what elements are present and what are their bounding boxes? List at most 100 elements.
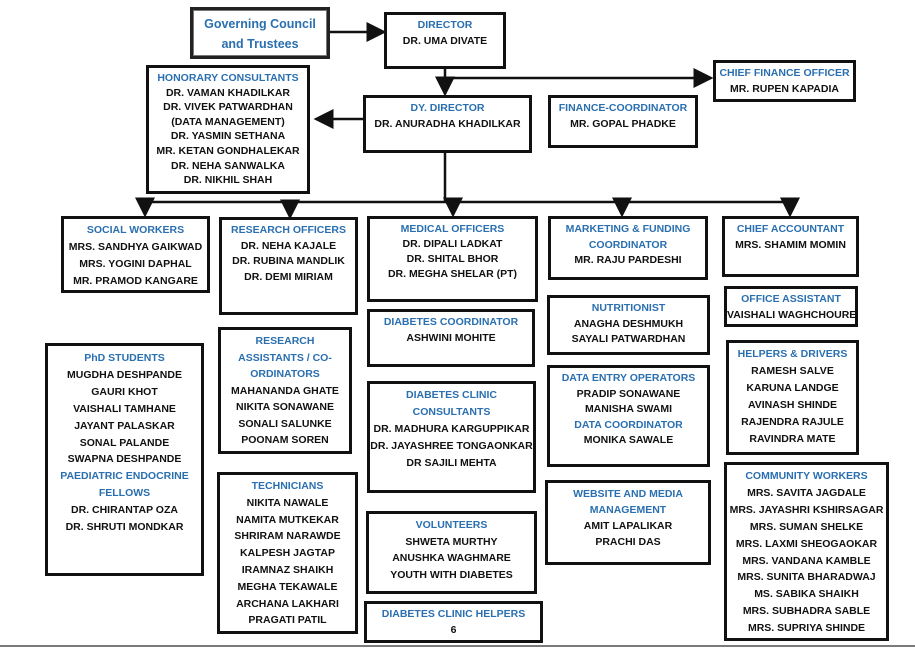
community-workers-box: COMMUNITY WORKERS MRS. SAVITA JAGDALE MR…	[724, 462, 889, 641]
marketing-box: MARKETING & FUNDING COORDINATOR MR. RAJU…	[548, 216, 708, 280]
community-worker-name: MS. SABIKA SHAIKH	[754, 588, 859, 601]
diabetes-coordinator-title: DIABETES COORDINATOR	[383, 316, 519, 328]
social-worker-name: MRS. YOGINI DAPHAL	[79, 258, 192, 270]
office-assistant-name: VAISHALI WAGHCHOURE	[727, 308, 857, 321]
fellows-title-2: FELLOWS	[98, 487, 151, 500]
honorary-name: DR. VIVEK PATWARDHAN	[163, 101, 293, 114]
diabetes-coordinator-box: DIABETES COORDINATOR ASHWINI MOHITE	[367, 309, 535, 367]
honorary-name: DR. NIKHIL SHAH	[183, 174, 273, 187]
social-workers-title: SOCIAL WORKERS	[86, 224, 185, 236]
phd-student-name: SONAL PALANDE	[79, 436, 170, 449]
phd-student-name: JAYANT PALASKAR	[74, 419, 175, 432]
research-assistants-title-1: RESEARCH	[255, 335, 315, 347]
clinic-helpers-box: DIABETES CLINIC HELPERS 6	[364, 601, 543, 643]
nutritionist-name: SAYALI PATWARDHAN	[571, 333, 686, 345]
helper-name: RAJENDRA RAJULE	[741, 416, 844, 428]
director-box: DIRECTOR DR. UMA DIVATE	[384, 12, 506, 69]
community-worker-name: MRS. SUPRIYA SHINDE	[747, 622, 866, 635]
technicians-title: TECHNICIANS	[251, 480, 324, 492]
nutritionist-title: NUTRITIONIST	[591, 302, 666, 314]
technician-name: PRAGATI PATIL	[248, 614, 327, 627]
phd-student-name: SWAPNA DESHPANDE	[67, 453, 182, 466]
honorary-name: MR. KETAN GONDHALEKAR	[156, 144, 300, 157]
community-worker-name: MRS. SUMAN SHELKE	[749, 520, 864, 533]
medical-officer-name: DR. MEGHA SHELAR (PT)	[387, 268, 518, 280]
medical-officer-name: DR. DIPALI LADKAT	[402, 238, 503, 250]
clinic-consultants-title-2: CONSULTANTS	[412, 406, 491, 418]
medical-officer-name: DR. SHITAL BHOR	[406, 253, 499, 265]
technician-name: IRAMNAZ SHAIKH	[241, 563, 334, 576]
diabetes-coordinator-name: ASHWINI MOHITE	[406, 331, 496, 344]
community-worker-name: MRS. SUNITA BHARADWAJ	[737, 571, 876, 584]
social-worker-name: MR. PRAMOD KANGARE	[73, 275, 198, 287]
honorary-name: DR. VAMAN KHADILKAR	[165, 86, 291, 99]
finance-coordinator-name: MR. GOPAL PHADKE	[570, 117, 676, 130]
fellows-title-1: PAEDIATRIC ENDOCRINE	[60, 470, 189, 483]
research-officers-box: RESEARCH OFFICERS DR. NEHA KAJALE DR. RU…	[219, 217, 358, 315]
clinic-consultant-name: DR. MADHURA KARGUPPIKAR	[373, 423, 530, 435]
volunteers-title: VOLUNTEERS	[415, 519, 488, 531]
data-entry-title: DATA ENTRY OPERATORS	[561, 372, 696, 384]
medical-officers-title: MEDICAL OFFICERS	[400, 223, 505, 235]
helper-name: AVINASH SHINDE	[747, 399, 838, 411]
fellow-name: DR. SHRUTI MONDKAR	[65, 521, 184, 534]
research-officers-title: RESEARCH OFFICERS	[231, 224, 346, 236]
governing-line-1: Governing Council	[204, 17, 316, 31]
research-officer-name: DR. DEMI MIRIAM	[244, 270, 333, 283]
bottom-divider	[0, 645, 915, 647]
marketing-name: MR. RAJU PARDESHI	[574, 254, 682, 266]
phd-students-box: PhD STUDENTS MUGDHA DESHPANDE GAURI KHOT…	[45, 343, 204, 576]
technicians-box: TECHNICIANS NIKITA NAWALE NAMITA MUTKEKA…	[217, 472, 358, 634]
nutritionist-name: ANAGHA DESHMUKH	[573, 317, 684, 330]
website-media-box: WEBSITE AND MEDIA MANAGEMENT AMIT LAPALI…	[545, 480, 711, 565]
research-assistants-box: RESEARCH ASSISTANTS / CO- ORDINATORS MAH…	[218, 327, 352, 454]
chief-accountant-box: CHIEF ACCOUNTANT MRS. SHAMIM MOMIN	[722, 216, 859, 277]
technician-name: SHRIRAM NARAWDE	[234, 530, 341, 543]
research-assistant-name: POONAM SOREN	[241, 434, 329, 446]
honorary-consultants-box: HONORARY CONSULTANTS DR. VAMAN KHADILKAR…	[146, 65, 310, 194]
helper-name: RAMESH SALVE	[751, 365, 834, 377]
clinic-consultant-name: DR SAJILI MEHTA	[406, 457, 497, 469]
marketing-title-1: MARKETING & FUNDING	[565, 223, 691, 235]
nutritionist-box: NUTRITIONIST ANAGHA DESHMUKH SAYALI PATW…	[547, 295, 710, 355]
phd-title: PhD STUDENTS	[84, 352, 165, 364]
finance-coordinator-box: FINANCE-COORDINATOR MR. GOPAL PHADKE	[548, 95, 698, 148]
data-entry-name: PRADIP SONAWANE	[576, 387, 681, 400]
technician-name: MEGHA TEKAWALE	[237, 580, 338, 593]
community-worker-name: MRS. VANDANA KAMBLE	[742, 554, 871, 567]
dy-director-box: DY. DIRECTOR DR. ANURADHA KHADILKAR	[363, 95, 532, 153]
technician-name: KALPESH JAGTAP	[240, 547, 335, 560]
clinic-helpers-title: DIABETES CLINIC HELPERS	[381, 608, 526, 620]
helpers-drivers-title: HELPERS & DRIVERS	[737, 348, 848, 360]
research-assistants-title-3: ORDINATORS	[250, 368, 320, 380]
research-assistant-name: MAHANANDA GHATE	[231, 384, 339, 397]
website-title-1: WEBSITE AND MEDIA	[573, 488, 683, 500]
cfo-title: CHIEF FINANCE OFFICER	[719, 67, 850, 79]
community-workers-title: COMMUNITY WORKERS	[745, 470, 868, 482]
clinic-helpers-count: 6	[450, 623, 457, 636]
fellow-name: DR. CHIRANTAP OZA	[71, 504, 178, 517]
honorary-name: (DATA MANAGEMENT)	[171, 115, 285, 128]
dy-director-title: DY. DIRECTOR	[410, 102, 485, 114]
chief-accountant-title: CHIEF ACCOUNTANT	[736, 223, 845, 235]
volunteer-name: ANUSHKA WAGHMARE	[392, 552, 511, 565]
social-worker-name: MRS. SANDHYA GAIKWAD	[68, 241, 203, 253]
phd-student-name: GAURI KHOT	[91, 385, 158, 398]
volunteers-box: VOLUNTEERS SHWETA MURTHY ANUSHKA WAGHMAR…	[366, 511, 537, 594]
phd-student-name: MUGDHA DESHPANDE	[67, 368, 182, 381]
community-worker-name: MRS. JAYASHRI KSHIRSAGAR	[729, 503, 884, 516]
research-officer-name: DR. RUBINA MANDLIK	[232, 255, 345, 267]
office-assistant-title: OFFICE ASSISTANT	[741, 293, 841, 305]
website-name: PRACHI DAS	[595, 536, 661, 548]
helpers-drivers-box: HELPERS & DRIVERS RAMESH SALVE KARUNA LA…	[726, 340, 859, 455]
data-entry-box: DATA ENTRY OPERATORS PRADIP SONAWANE MAN…	[547, 365, 710, 467]
honorary-name: DR. NEHA SANWALKA	[171, 159, 285, 172]
volunteer-name: SHWETA MURTHY	[405, 535, 498, 548]
research-assistants-title-2: ASSISTANTS / CO-	[238, 351, 332, 364]
dy-director-name: DR. ANURADHA KHADILKAR	[374, 117, 521, 130]
social-workers-box: SOCIAL WORKERS MRS. SANDHYA GAIKWAD MRS.…	[61, 216, 210, 293]
phd-student-name: VAISHALI TAMHANE	[73, 402, 176, 415]
helper-name: RAVINDRA MATE	[749, 433, 836, 445]
governing-line-2: and Trustees	[221, 37, 299, 51]
website-name: AMIT LAPALIKAR	[583, 520, 673, 532]
